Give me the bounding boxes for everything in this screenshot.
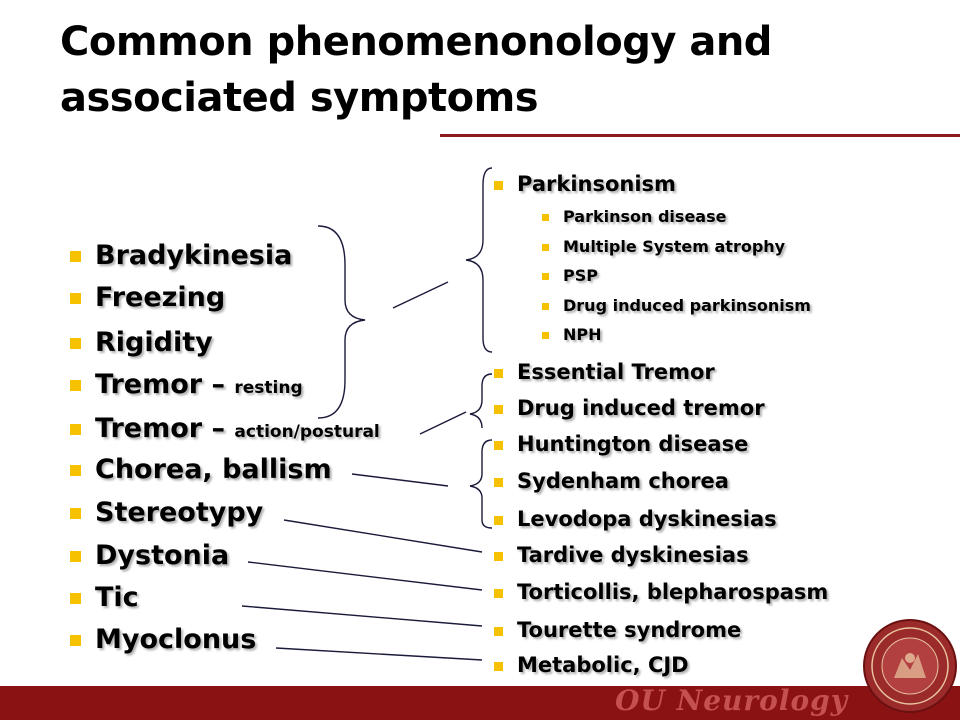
condition-item: Tourette syndrome — [494, 618, 741, 642]
bullet-icon — [70, 293, 81, 304]
phenomenology-item: Chorea, ballism — [70, 454, 332, 485]
parkinsonism-brace — [465, 167, 493, 353]
slide-title: Common phenomenonology and associated sy… — [60, 19, 772, 121]
footer-bar — [0, 686, 960, 720]
phenomenology-item: Freezing — [70, 282, 225, 313]
bullet-icon — [70, 635, 81, 646]
left-brace — [317, 225, 366, 419]
university-seal-icon — [863, 619, 957, 713]
condition-subitem: Parkinson disease — [542, 207, 726, 226]
bullet-icon — [494, 515, 503, 525]
bullet-icon — [494, 180, 503, 190]
phenomenology-item: Tremor – action/postural — [70, 413, 380, 444]
connector-line — [247, 561, 483, 591]
condition-item: Drug induced tremor — [494, 396, 765, 420]
connector-line — [275, 647, 483, 661]
phenomenology-item: Myoclonus — [70, 624, 256, 655]
connector-line — [351, 473, 449, 487]
condition-item: Metabolic, CJD — [494, 653, 689, 677]
tremor-brace — [469, 373, 493, 429]
connector-line — [283, 519, 483, 553]
condition-item: Essential Tremor — [494, 360, 715, 384]
bullet-icon — [494, 368, 503, 378]
phenomenology-item: Rigidity — [70, 327, 213, 358]
bullet-icon — [70, 593, 81, 604]
title-divider — [440, 134, 960, 137]
bullet-icon — [542, 214, 549, 221]
phenomenology-item: Tic — [70, 582, 139, 613]
bullet-icon — [542, 303, 549, 310]
footer-label: OU Neurology — [615, 684, 848, 717]
bullet-icon — [494, 661, 503, 671]
bullet-icon — [494, 588, 503, 598]
bullet-icon — [494, 551, 503, 561]
connector-line — [419, 411, 467, 435]
condition-item: Tardive dyskinesias — [494, 543, 749, 567]
condition-subitem: Multiple System atrophy — [542, 237, 785, 256]
connector-line — [241, 605, 483, 627]
condition-item-parkinsonism: Parkinsonism — [494, 172, 676, 196]
bullet-icon — [494, 440, 503, 450]
bullet-icon — [494, 626, 503, 636]
bullet-icon — [70, 251, 81, 262]
chorea-brace — [469, 439, 493, 529]
phenomenology-item: Tremor – resting — [70, 369, 303, 400]
bullet-icon — [494, 404, 503, 414]
connector-line — [392, 281, 449, 309]
phenomenology-item: Dystonia — [70, 540, 229, 571]
bullet-icon — [542, 244, 549, 251]
bullet-icon — [70, 551, 81, 562]
bullet-icon — [494, 477, 503, 487]
bullet-icon — [70, 465, 81, 476]
bullet-icon — [70, 380, 81, 391]
bullet-icon — [542, 273, 549, 280]
bullet-icon — [542, 332, 549, 339]
condition-item: Levodopa dyskinesias — [494, 507, 777, 531]
phenomenology-item: Stereotypy — [70, 497, 263, 528]
phenomenology-item: Bradykinesia — [70, 240, 292, 271]
condition-item: Torticollis, blepharospasm — [494, 580, 828, 604]
condition-subitem: PSP — [542, 266, 598, 285]
bullet-icon — [70, 424, 81, 435]
bullet-icon — [70, 508, 81, 519]
condition-subitem: NPH — [542, 325, 602, 344]
bullet-icon — [70, 338, 81, 349]
condition-item: Huntington disease — [494, 432, 748, 456]
condition-item: Sydenham chorea — [494, 469, 729, 493]
condition-subitem: Drug induced parkinsonism — [542, 296, 811, 315]
